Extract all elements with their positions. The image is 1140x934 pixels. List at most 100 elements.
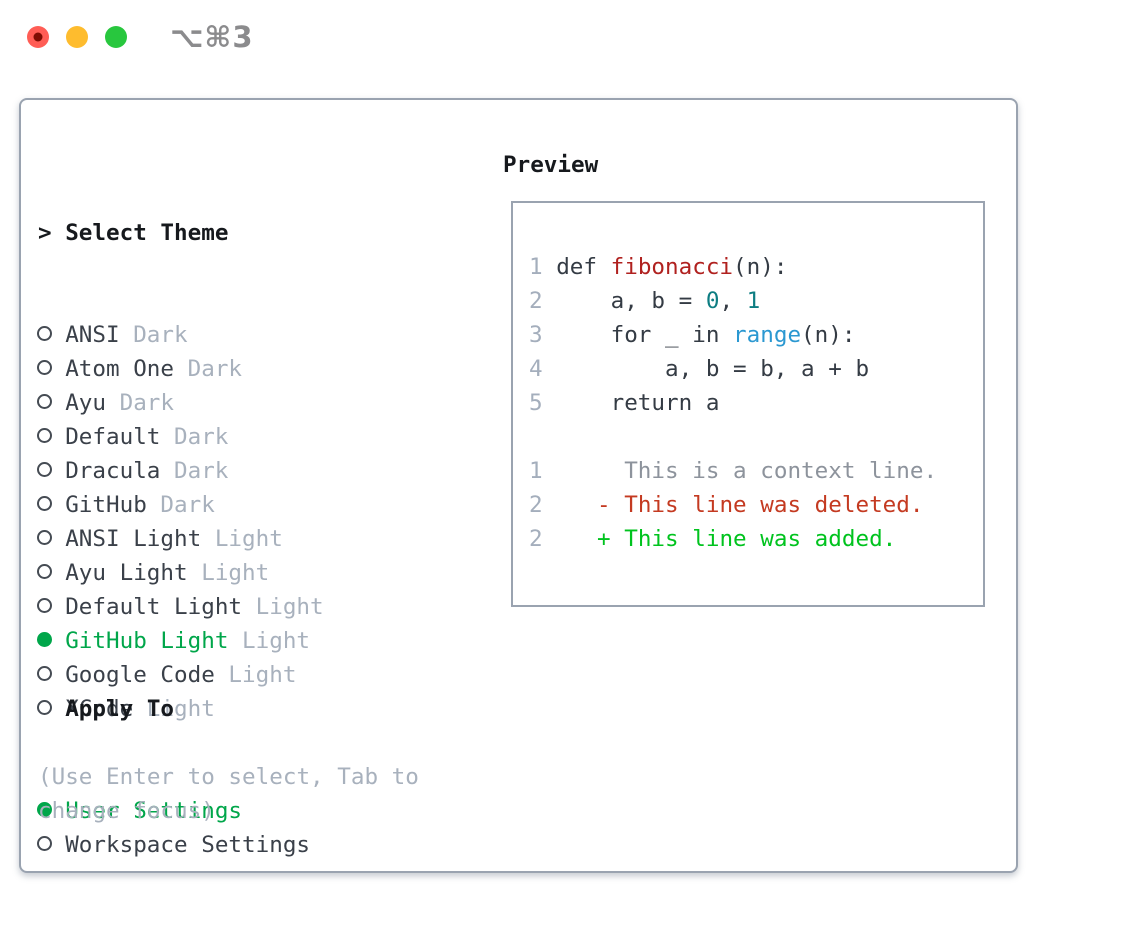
apply-option-label: User Settings [65,798,243,824]
theme-variant-tag: Light [242,628,311,654]
radio-icon [37,692,52,726]
code-segment: (n): [801,322,856,348]
select-theme-label: Select Theme [65,220,229,246]
window-control-minimize[interactable] [66,26,88,48]
theme-variant-tag: Dark [133,322,188,348]
window-control-close[interactable] [27,26,49,48]
radio-icon [37,454,52,488]
theme-option-ansi[interactable]: ANSI Dark [37,318,324,352]
theme-option-atom-one[interactable]: Atom One Dark [37,352,324,386]
theme-name: ANSI [65,322,120,348]
code-segment: - This line was deleted. [597,492,924,518]
theme-option-dracula[interactable]: Dracula Dark [37,454,324,488]
theme-name: XCode [65,696,134,722]
theme-name: Atom One [65,356,175,382]
theme-option-google-code[interactable]: Google Code Light [37,658,324,692]
code-line: 2 a, b = 0, 1 [529,284,869,318]
line-number: 5 [529,390,543,416]
window-control-dot-icon [33,32,43,42]
theme-name: Ayu [65,390,106,416]
theme-name: ANSI Light [65,526,202,552]
line-number: 3 [529,322,543,348]
theme-name: Ayu Light [65,560,188,586]
theme-name: Default [65,424,161,450]
theme-variant-tag: Dark [174,458,229,484]
code-line: 3 for _ in range(n): [529,318,869,352]
code-segment: This is a context line. [542,458,938,484]
radio-selected-icon [37,624,52,658]
code-segment: 1 [746,288,761,314]
apply-option-user-settings[interactable]: User Settings [37,794,310,828]
line-number: 2 [529,526,543,552]
theme-variant-tag: Dark [160,492,215,518]
apply-option-label: Workspace Settings [65,832,311,858]
theme-variant-tag: Light [214,526,283,552]
code-line: 4 a, b = b, a + b [529,352,869,386]
radio-icon [37,522,52,556]
theme-variant-tag: Dark [187,356,243,382]
apply-to-header: Apply To [65,696,175,722]
theme-option-xcode[interactable]: XCode Light [37,692,324,726]
code-segment: + This line was added. [597,526,897,552]
theme-variant-tag: Light [146,696,215,722]
code-segment: range [733,322,802,348]
theme-option-github[interactable]: GitHub Dark [37,488,324,522]
radio-icon [37,386,52,420]
theme-option-default-light[interactable]: Default Light Light [37,590,324,624]
code-segment: return a [542,390,720,416]
theme-variant-tag: Light [228,662,297,688]
keyboard-hint: (Use Enter to select, Tab to change focus… [38,760,419,828]
radio-icon [37,318,52,352]
line-number: 1 [529,458,543,484]
line-number: 2 [529,492,543,518]
diff-line: 2 - This line was deleted. [529,488,937,522]
theme-option-ansi-light[interactable]: ANSI Light Light [37,522,324,556]
code-segment [543,526,597,552]
preview-header: Preview [503,152,599,178]
window-controls [27,26,127,48]
theme-name: Google Code [65,662,215,688]
code-segment: for _ in [542,322,734,348]
theme-name: GitHub [65,492,147,518]
theme-variant-tag: Light [201,560,270,586]
theme-option-ayu[interactable]: Ayu Dark [37,386,324,420]
theme-name: Default Light [65,594,243,620]
theme-name: GitHub Light [65,628,229,654]
line-number: 4 [529,356,543,382]
titlebar: ⌥⌘3 [0,0,1140,74]
theme-name: Dracula [65,458,161,484]
theme-option-github-light[interactable]: GitHub Light Light [37,624,324,658]
diff-preview: 1 This is a context line.2 - This line w… [529,454,937,556]
window-title: ⌥⌘3 [170,20,254,54]
apply-option-workspace-settings[interactable]: Workspace Settings [37,828,311,862]
radio-icon [37,488,52,522]
theme-option-ayu-light[interactable]: Ayu Light Light [37,556,324,590]
code-segment: def [542,254,611,280]
diff-line: 1 This is a context line. [529,454,937,488]
code-line: 5 return a [529,386,869,420]
radio-icon [37,420,52,454]
line-number: 1 [529,254,543,280]
theme-variant-tag: Dark [119,390,175,416]
radio-icon [37,352,52,386]
code-line: 1 def fibonacci(n): [529,250,869,284]
window-control-zoom[interactable] [105,26,127,48]
theme-variant-tag: Light [255,594,324,620]
hint-line: change focus) [38,798,215,824]
line-number: 2 [529,288,543,314]
code-segment: (n): [733,254,788,280]
code-segment: a, b = [542,288,706,314]
hint-line: (Use Enter to select, Tab to [38,764,419,790]
radio-icon [37,590,52,624]
code-segment: , [719,288,747,314]
radio-icon [37,658,52,692]
radio-selected-icon [37,794,52,828]
select-theme-header: >Select Theme [38,216,324,250]
